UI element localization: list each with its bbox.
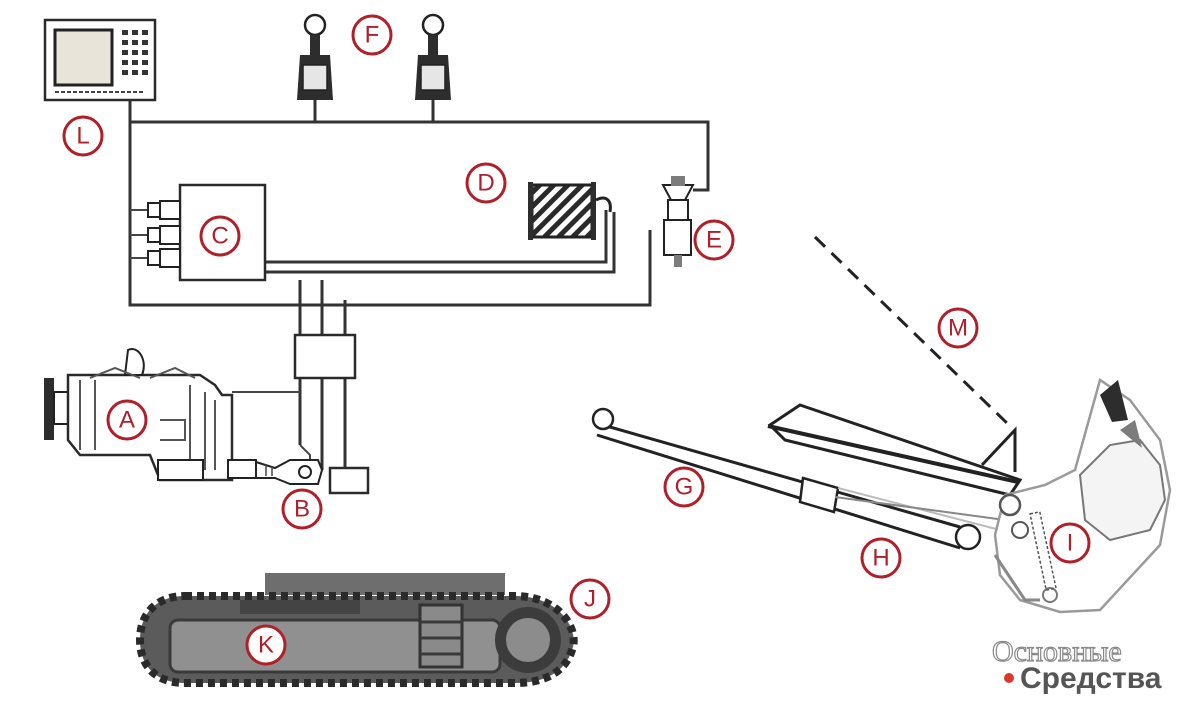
label-H: H [860, 537, 902, 579]
boom-icon [591, 403, 1023, 551]
svg-text:I: I [1067, 530, 1074, 557]
watermark: Основные Средства [991, 634, 1162, 695]
joystick-icon [415, 13, 451, 100]
cable-reel-icon [528, 182, 612, 240]
label-J: J [569, 578, 611, 620]
svg-text:F: F [365, 22, 380, 49]
svg-text:K: K [258, 632, 274, 659]
junction-box-icon [293, 333, 357, 380]
label-B: B [281, 488, 323, 530]
joystick-icon [297, 13, 333, 100]
junction-box-icon [328, 466, 370, 495]
label-C: C [199, 215, 241, 257]
svg-text:B: B [294, 496, 310, 523]
sensor-icon [661, 176, 695, 267]
svg-text:C: C [211, 223, 228, 250]
svg-text:E: E [706, 227, 722, 254]
bucket-icon [993, 378, 1172, 614]
wiring [128, 100, 710, 470]
label-A: A [106, 399, 148, 441]
pump-icon [227, 459, 324, 485]
label-G: G [663, 466, 705, 508]
monitor-icon [43, 18, 157, 102]
crawler-track-icon [135, 573, 578, 687]
watermark-dot-icon [1004, 673, 1014, 683]
svg-text:H: H [872, 545, 889, 572]
label-I: I [1049, 522, 1091, 564]
svg-text:D: D [477, 170, 494, 197]
svg-text:J: J [584, 586, 596, 613]
svg-text:L: L [76, 123, 89, 150]
svg-text:A: A [119, 407, 135, 434]
label-D: D [465, 162, 507, 204]
svg-text:M: M [948, 315, 968, 342]
label-F: F [351, 14, 393, 56]
svg-text:Основные: Основные [992, 635, 1122, 668]
label-M: M [937, 307, 979, 349]
engine-icon [44, 348, 234, 482]
dashed-reference-line [813, 235, 1014, 430]
svg-text:Средства: Средства [1020, 662, 1162, 695]
label-L: L [62, 115, 104, 157]
label-K: K [245, 624, 287, 666]
label-E: E [693, 219, 735, 261]
svg-text:G: G [675, 474, 694, 501]
